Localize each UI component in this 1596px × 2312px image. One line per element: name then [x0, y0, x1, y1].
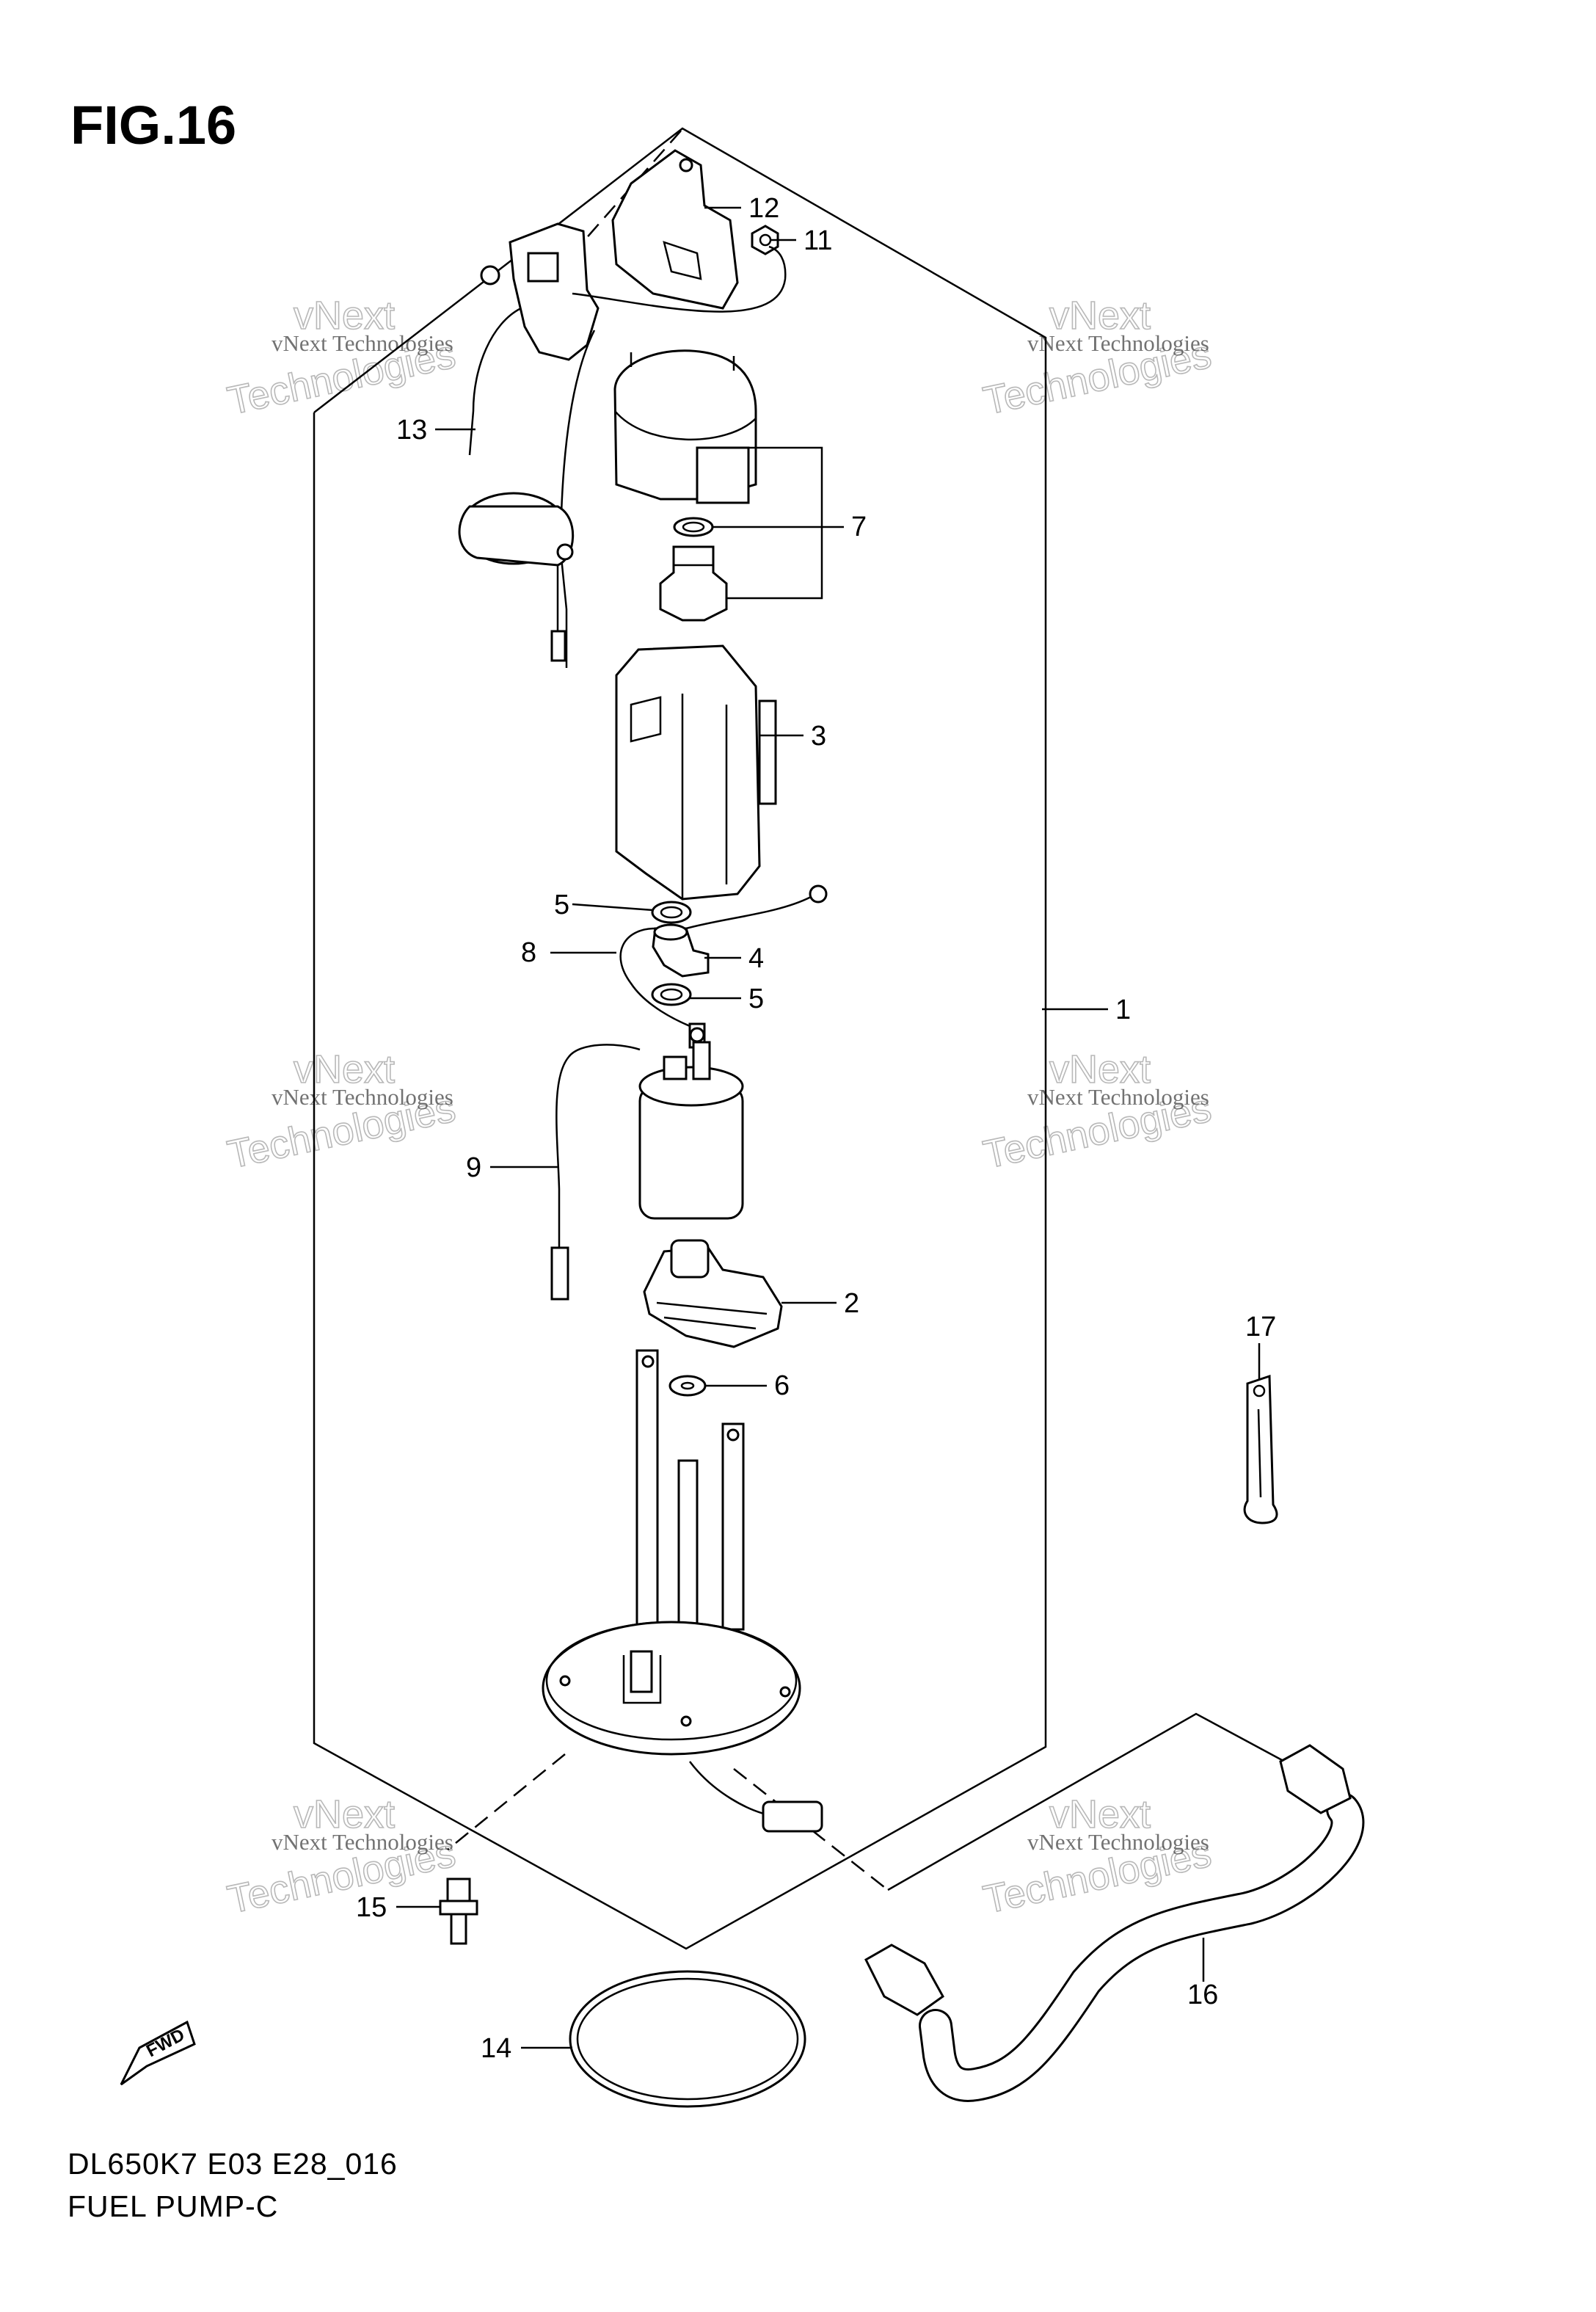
fuel-strainer — [643, 1239, 783, 1348]
callout-5-lower: 5 — [748, 984, 764, 1014]
bolt — [439, 1877, 478, 1945]
assembly-outline — [313, 127, 1292, 1950]
callout-14: 14 — [481, 2033, 511, 2064]
callout-9: 9 — [466, 1152, 481, 1183]
callout-4: 4 — [748, 943, 764, 974]
fuel-pump-motor — [550, 1027, 744, 1301]
fwd-arrow-icon: FWD — [120, 2020, 196, 2086]
callout-1: 1 — [1115, 995, 1131, 1025]
svg-text:vNext: vNext — [1049, 294, 1151, 338]
fuel-level-gauge — [458, 222, 787, 668]
callout-13: 13 — [396, 415, 427, 446]
svg-text:vNext Technologies: vNext Technologies — [1027, 1084, 1209, 1110]
callout-7: 7 — [851, 512, 867, 542]
pump-case — [615, 644, 777, 901]
svg-text:vNext: vNext — [294, 1792, 395, 1836]
diagram-code: DL650K7 E03 E28_016 — [68, 2147, 398, 2181]
svg-text:vNext: vNext — [1049, 1047, 1151, 1091]
svg-text:vNext Technologies: vNext Technologies — [272, 1829, 453, 1855]
watermark: vNext Technologies vNext Technologies — [979, 293, 1215, 423]
callout-17: 17 — [1245, 1312, 1276, 1342]
svg-text:vNext: vNext — [1049, 1792, 1151, 1836]
pump-base — [542, 1349, 823, 1833]
figure-title: FIG.16 — [70, 95, 237, 156]
watermark: vNext Technologies vNext Technologies — [223, 1047, 459, 1177]
svg-text:vNext Technologies: vNext Technologies — [272, 1084, 453, 1110]
callout-labels: 1 2 3 4 5 5 6 7 8 9 11 12 13 14 15 16 17 — [356, 193, 1276, 2064]
svg-text:vNext Technologies: vNext Technologies — [272, 330, 453, 356]
bracket — [611, 149, 739, 310]
svg-text:vNext: vNext — [294, 1047, 395, 1091]
svg-text:vNext Technologies: vNext Technologies — [1027, 330, 1209, 356]
gasket — [569, 1970, 806, 2108]
leader-lines — [396, 206, 1261, 2049]
watermark: vNext Technologies vNext Technologies — [223, 1792, 459, 1922]
callout-8: 8 — [521, 937, 536, 968]
o-ring-lower — [651, 983, 692, 1006]
watermark: vNext Technologies vNext Technologies — [979, 1792, 1215, 1922]
callout-2: 2 — [844, 1288, 859, 1319]
fuel-hose — [864, 1744, 1365, 2102]
diagram-name: FUEL PUMP-C — [68, 2189, 279, 2223]
callout-6: 6 — [774, 1370, 790, 1401]
cushion — [668, 1375, 707, 1397]
pressure-regulator — [652, 923, 710, 978]
callout-11: 11 — [804, 225, 832, 256]
watermark: vNext Technologies vNext Technologies — [979, 1047, 1215, 1177]
callout-5-upper: 5 — [554, 890, 569, 920]
callout-12: 12 — [748, 193, 779, 224]
svg-text:vNext Technologies: vNext Technologies — [1027, 1829, 1209, 1855]
callout-16: 16 — [1187, 1980, 1218, 2010]
clamp — [1243, 1374, 1278, 1524]
fuel-filter-cap-set — [613, 349, 757, 622]
callout-15: 15 — [356, 1892, 387, 1923]
svg-text:vNext: vNext — [294, 294, 395, 338]
callout-3: 3 — [811, 721, 826, 752]
watermark: vNext Technologies vNext Technologies — [223, 293, 459, 423]
o-ring-upper — [651, 901, 692, 924]
